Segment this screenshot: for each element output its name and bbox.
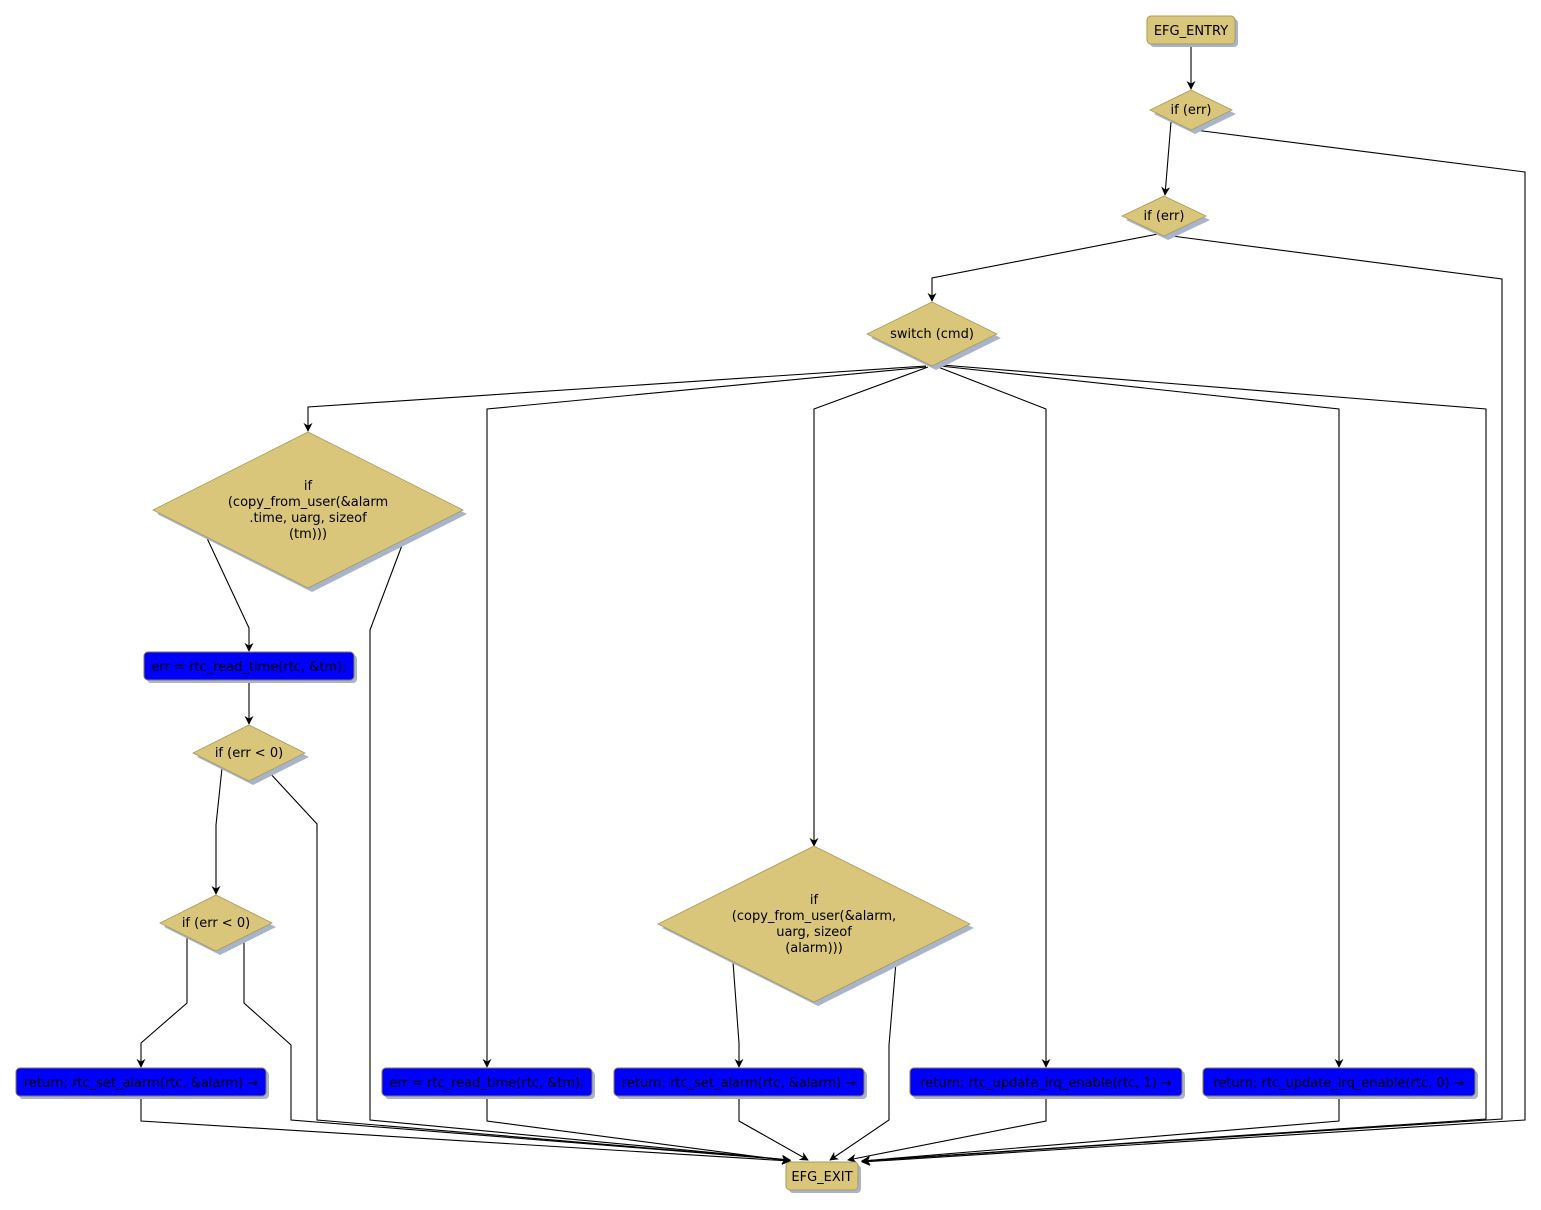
decision-diamond (866, 301, 998, 367)
statement-label: return; rtc_update_irq_enable(rtc, 1) → (920, 1076, 1172, 1091)
edge-if_err_2-to-switch_cmd (927, 233, 1159, 302)
decision-label-line: if (810, 893, 819, 908)
terminal-box (1146, 15, 1236, 45)
decision-diamond (159, 894, 273, 952)
edge-if_copy_alarm-to-exit (829, 961, 897, 1161)
decision-diamond (1149, 89, 1233, 131)
statement-label: err = rtc_read_time(rtc, &tm); (151, 660, 346, 675)
edge-ret_set_alarm_2-to-exit (738, 1096, 809, 1161)
statement-box (15, 1067, 267, 1097)
decision-label-line: (copy_from_user(&alarm (228, 495, 388, 510)
statement-box (1202, 1067, 1476, 1097)
edge-if_err_1-to-if_err_2 (1161, 121, 1172, 196)
edge-switch_cmd-to-exit (861, 364, 1487, 1165)
edges-layer (136, 44, 1526, 1166)
node-ret-irq-0[interactable]: return; rtc_update_irq_enable(rtc, 0) → (1202, 1067, 1478, 1099)
node-if-err-1[interactable]: if (err) (1149, 89, 1236, 134)
node-if-err-2[interactable]: if (err) (1121, 195, 1210, 240)
node-ret-set-alarm-1[interactable]: return; rtc_set_alarm(rtc, &alarm) → (15, 1067, 269, 1099)
decision-label-line: uarg, sizeof (776, 925, 852, 940)
node-entry[interactable]: EFG_ENTRY (1146, 15, 1238, 47)
node-switch-cmd[interactable]: switch (cmd) (866, 301, 1001, 370)
statement-box (909, 1067, 1183, 1097)
edge-if_copy_alarm-to-ret_set_alarm_2 (732, 961, 744, 1068)
statement-label: return; rtc_set_alarm(rtc, &alarm) → (622, 1076, 857, 1091)
edge-ret_set_alarm_1-to-exit (140, 1096, 791, 1165)
statement-box (143, 651, 355, 681)
decision-label-line: (alarm))) (785, 941, 843, 956)
statement-box (613, 1067, 865, 1097)
terminal-label: EFG_EXIT (791, 1170, 852, 1185)
edge-switch_cmd-to-read_time_2 (482, 366, 927, 1068)
edge-switch_cmd-to-ret_irq_0 (939, 365, 1344, 1068)
edge-if_err_lt0_2-to-ret_set_alarm_1 (136, 937, 188, 1068)
node-if-copy-time[interactable]: if(copy_from_user(&alarm.time, uarg, siz… (152, 431, 467, 592)
decision-label-line: .time, uarg, sizeof (249, 511, 367, 526)
edge-if_err_1-to-exit (861, 129, 1526, 1166)
decision-diamond (152, 431, 464, 589)
decision-label-line: (copy_from_user(&alarm, (732, 909, 896, 924)
edge-if_copy_time-to-read_time_1 (205, 535, 254, 652)
decision-diamond (192, 724, 306, 782)
edge-ret_irq_0-to-exit (861, 1096, 1340, 1165)
edge-switch_cmd-to-if_copy_time (303, 365, 927, 432)
decision-diamond (1121, 195, 1207, 237)
decision-label-line: if (err) (1171, 103, 1212, 118)
node-ret-irq-1[interactable]: return; rtc_update_irq_enable(rtc, 1) → (909, 1067, 1185, 1099)
edge-switch_cmd-to-if_copy_alarm (809, 366, 929, 847)
decision-label-line: if (err < 0) (215, 746, 283, 761)
statement-label: err = rtc_read_time(rtc, &tm); (389, 1076, 584, 1091)
decision-label-line: (tm))) (289, 527, 327, 542)
edge-if_err_lt0_1-to-if_err_lt0_2 (211, 767, 223, 895)
decision-label-line: if (err < 0) (182, 916, 250, 931)
decision-diamond (657, 845, 971, 1003)
terminal-box (785, 1161, 859, 1191)
node-read-time-1[interactable]: err = rtc_read_time(rtc, &tm); (143, 651, 357, 683)
node-ret-set-alarm-2[interactable]: return; rtc_set_alarm(rtc, &alarm) → (613, 1067, 867, 1099)
decision-label-line: if (304, 479, 313, 494)
node-exit[interactable]: EFG_EXIT (785, 1161, 861, 1193)
edge-if_err_lt0_2-to-exit (243, 937, 791, 1164)
edge-read_time_2-to-exit (486, 1096, 791, 1165)
edge-if_err_lt0_1-to-exit (267, 770, 791, 1164)
edge-switch_cmd-to-ret_irq_1 (937, 366, 1051, 1068)
decision-label-line: switch (cmd) (890, 327, 974, 342)
node-if-err-lt0-2[interactable]: if (err < 0) (159, 894, 276, 955)
node-if-copy-alarm[interactable]: if(copy_from_user(&alarm,uarg, sizeof(al… (657, 845, 974, 1006)
edge-if_copy_time-to-exit (369, 539, 791, 1164)
statement-label: return; rtc_update_irq_enable(rtc, 0) → (1213, 1076, 1465, 1091)
edge-ret_irq_1-to-exit (847, 1096, 1047, 1163)
node-if-err-lt0-1[interactable]: if (err < 0) (192, 724, 309, 785)
statement-box (381, 1067, 593, 1097)
decision-label-line: if (err) (1144, 209, 1185, 224)
node-read-time-2[interactable]: err = rtc_read_time(rtc, &tm); (381, 1067, 595, 1099)
terminal-label: EFG_ENTRY (1154, 24, 1228, 39)
statement-label: return; rtc_set_alarm(rtc, &alarm) → (24, 1076, 259, 1091)
